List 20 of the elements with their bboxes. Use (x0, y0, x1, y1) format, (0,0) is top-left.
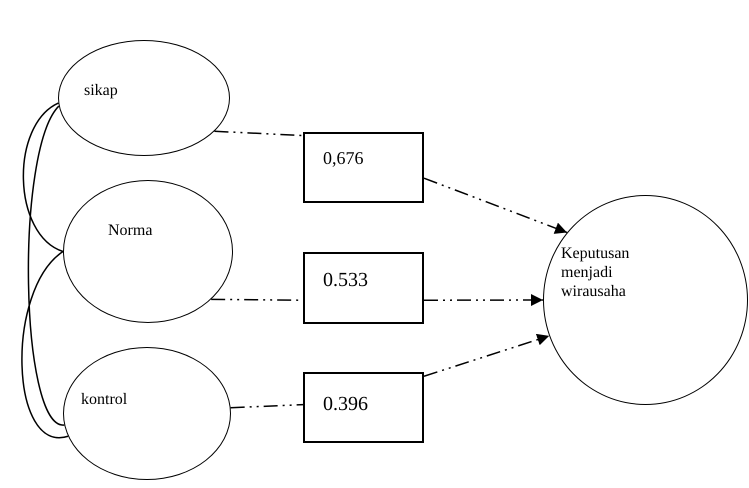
arrow (424, 334, 550, 377)
correlation-curve (22, 102, 64, 252)
arrow (424, 177, 568, 234)
node-label: sikap (84, 81, 119, 100)
ellipse-node (58, 40, 230, 156)
coefficient-box (303, 132, 424, 203)
node-label: 0.396 (323, 392, 369, 416)
node-label: 0,676 (323, 148, 364, 170)
ellipse-node (63, 347, 231, 480)
node-label: Keputusan menjadi wirausaha (561, 244, 630, 302)
coefficient-box (303, 372, 424, 443)
ellipse-node (543, 195, 748, 405)
correlation-curve (28, 106, 65, 426)
coefficient-box (303, 252, 424, 324)
arrow (424, 294, 543, 306)
correlation-curve (21, 250, 68, 438)
ellipse-node (63, 180, 233, 323)
node-label: 0.533 (323, 268, 369, 292)
node-label: kontrol (81, 390, 128, 410)
node-label: Norma (108, 221, 154, 240)
